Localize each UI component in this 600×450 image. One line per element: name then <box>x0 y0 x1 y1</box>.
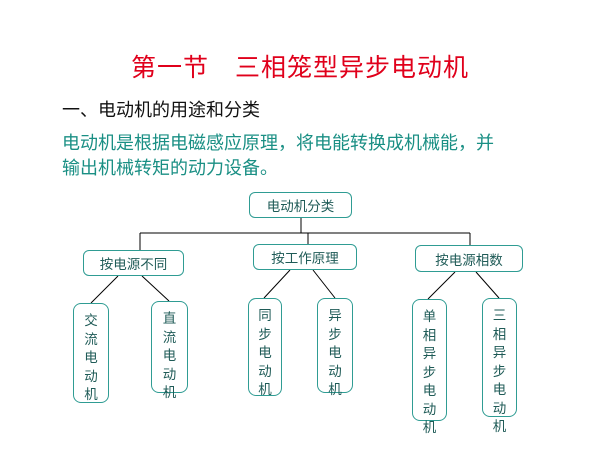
leaf-node: 直流电动机 <box>151 301 188 401</box>
leaf-node: 同步电动机 <box>248 298 282 398</box>
leaf-node: 三相异步电动机 <box>482 298 517 435</box>
leaf-node: 单相异步电动机 <box>412 299 447 436</box>
category-node: 按工作原理 <box>253 244 357 270</box>
body-line: 输出机械转矩的动力设备。 <box>62 158 278 179</box>
connector-line <box>90 275 119 304</box>
slide-title: 第一节 三相笼型异步电动机 <box>130 53 469 82</box>
leaf-label: 同步电动机 <box>258 308 272 398</box>
connector-line <box>263 269 291 299</box>
leaf-label: 单相异步电动机 <box>422 309 437 436</box>
connector-line <box>475 271 500 299</box>
root-node: 电动机分类 <box>249 192 352 218</box>
leaf-node: 异步电动机 <box>317 298 353 398</box>
connector-line <box>427 271 456 300</box>
leaf-label: 三相异步电动机 <box>492 308 507 435</box>
section-heading: 一、电动机的用途和分类 <box>62 100 260 121</box>
leaf-node: 交流电动机 <box>73 303 109 403</box>
connector-line <box>141 275 170 302</box>
body-line: 电动机是根据电磁感应原理，将电能转换成机械能，并 <box>62 133 494 154</box>
category-node: 按电源相数 <box>415 245 523 272</box>
category-node: 按电源不同 <box>83 250 184 276</box>
leaf-label: 交流电动机 <box>84 313 98 403</box>
connector-line <box>312 269 336 299</box>
leaf-label: 异步电动机 <box>328 308 342 398</box>
body-paragraph: 电动机是根据电磁感应原理，将电能转换成机械能，并 输出机械转矩的动力设备。 <box>62 131 552 181</box>
leaf-label: 直流电动机 <box>162 311 177 401</box>
